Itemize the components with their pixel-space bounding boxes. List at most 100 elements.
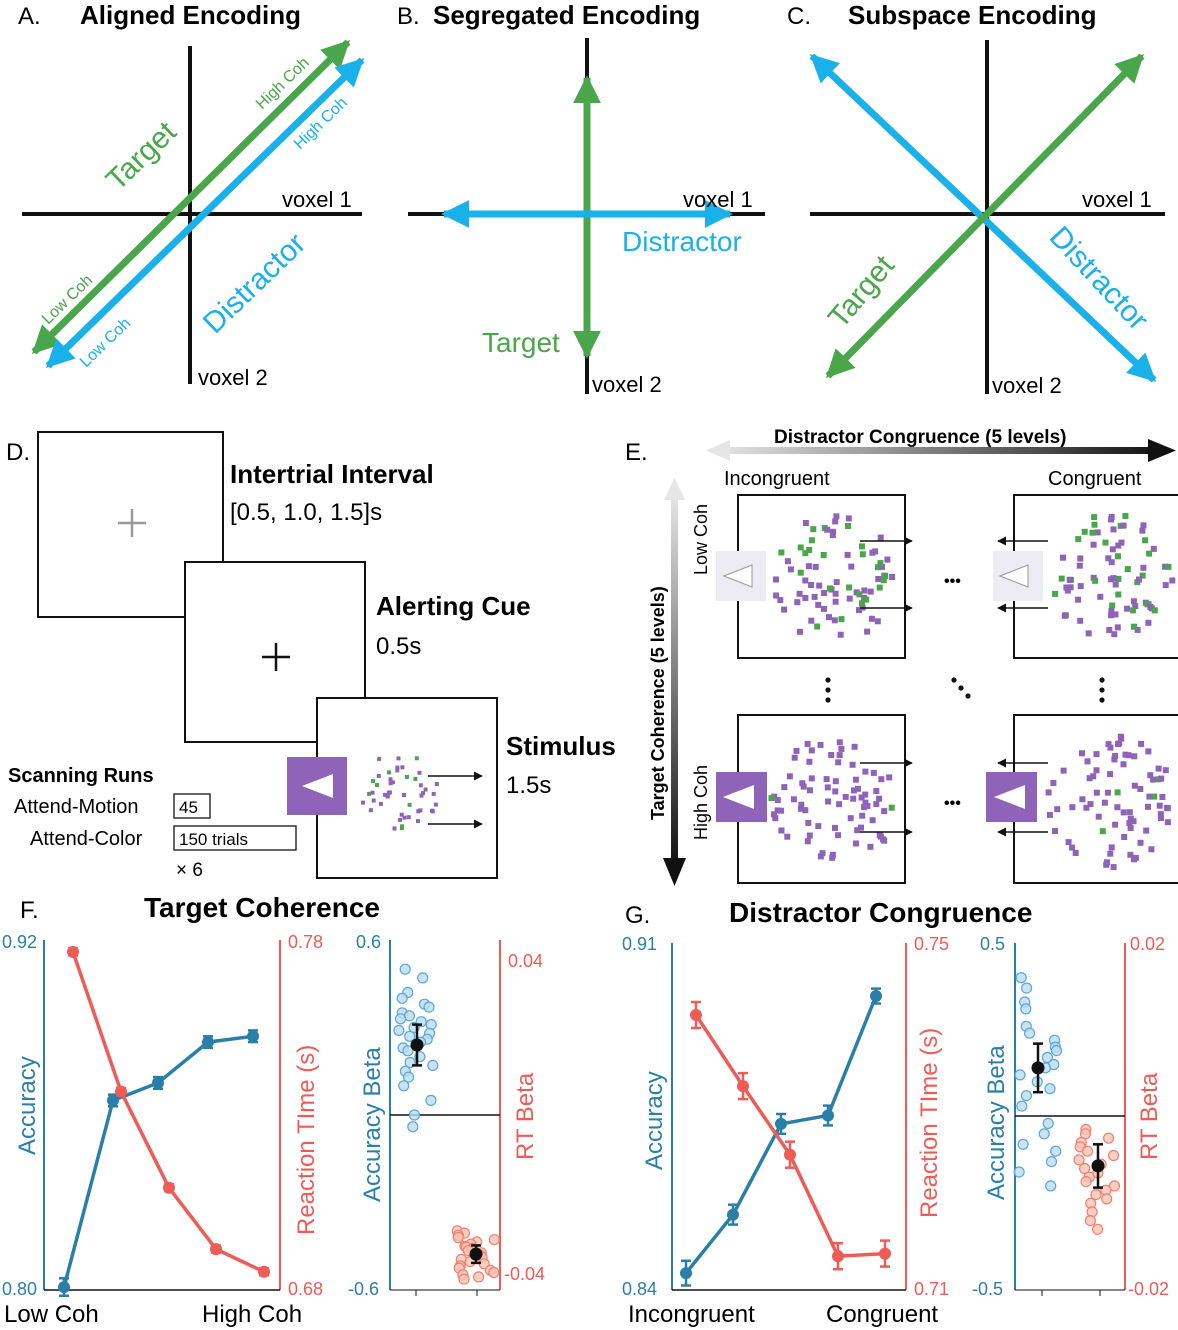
dot-purple	[368, 808, 373, 813]
dot-purple	[1106, 627, 1113, 633]
dot-purple	[886, 774, 893, 781]
dot-purple	[791, 754, 798, 761]
stimulus-title: Stimulus	[506, 731, 616, 761]
dot-purple	[1050, 780, 1057, 786]
subject-point	[393, 1024, 405, 1037]
dot-green	[1092, 577, 1099, 584]
panel-c-voxel2-label: voxel 2	[992, 373, 1062, 398]
cue-title: Alerting Cue	[376, 591, 531, 621]
subject-point	[1020, 1090, 1033, 1102]
f-rt-top: 0.78	[288, 932, 323, 952]
attend-color-bar	[173, 825, 297, 851]
dot-purple	[1108, 514, 1115, 520]
dot-purple	[796, 590, 803, 597]
dot-purple	[376, 774, 381, 778]
dot-purple	[829, 854, 836, 861]
dot-purple	[1112, 752, 1119, 759]
subject-point	[399, 963, 411, 975]
dot-purple	[1109, 546, 1116, 553]
dot-purple	[1072, 850, 1079, 856]
dot-purple	[832, 590, 839, 597]
subject-point	[1080, 1175, 1092, 1188]
dot-purple	[787, 566, 794, 573]
dot-purple	[1116, 740, 1123, 747]
dot-purple	[402, 815, 407, 820]
panel-g: G. Distractor Congruence 0.91 0.84 0.75 …	[622, 897, 1169, 1328]
dot-purple	[423, 787, 428, 792]
dot-green	[1115, 575, 1122, 582]
dot-purple	[1139, 527, 1146, 534]
dot-purple	[873, 788, 880, 794]
panel-a: A. Aligned Encoding voxel 1 voxel 2 Targ…	[18, 0, 365, 390]
dot-green	[768, 795, 775, 802]
dot-purple	[824, 526, 831, 533]
dot-green	[877, 560, 884, 567]
dot-purple	[835, 759, 842, 766]
dot-purple	[1162, 767, 1169, 774]
dot-purple	[773, 576, 779, 583]
dot-purple	[1118, 539, 1125, 546]
g-beta-rt-bottom: -0.02	[1128, 1279, 1169, 1299]
subject-point	[1045, 1180, 1057, 1192]
f-rt-bottom: 0.68	[288, 1279, 323, 1299]
data-point	[115, 1085, 127, 1098]
dot-green	[1151, 793, 1158, 800]
panel-g-letter: G.	[625, 902, 650, 929]
dot-purple	[828, 752, 835, 758]
g-acc-label: Accuracy	[641, 1071, 668, 1170]
dot-purple	[821, 590, 828, 596]
dot-purple	[864, 802, 871, 809]
dot-green	[1058, 575, 1065, 582]
subject-point	[1041, 1051, 1054, 1064]
dot-purple	[821, 605, 827, 612]
dot-purple	[1159, 794, 1166, 800]
dot-purple	[847, 815, 854, 822]
subject-point	[407, 1121, 419, 1133]
dot-purple	[392, 826, 397, 831]
dot-purple	[1164, 819, 1171, 826]
data-point	[832, 1250, 844, 1263]
dot-purple	[383, 792, 388, 797]
dot-purple	[1131, 753, 1138, 760]
dot-purple	[390, 780, 395, 785]
dot-purple	[836, 752, 843, 759]
dot-purple	[808, 775, 815, 782]
dot-purple	[773, 592, 780, 599]
dot-purple	[864, 628, 871, 635]
dot-purple	[838, 745, 845, 752]
data-point	[67, 945, 79, 958]
f-acc-bottom: 0.80	[2, 1279, 37, 1299]
dot-purple	[1155, 765, 1162, 772]
dot-purple	[854, 827, 861, 834]
stimulus-time: 1.5s	[506, 772, 551, 799]
dot-purple	[385, 794, 390, 799]
dot-green	[1114, 789, 1121, 796]
dot-green	[863, 596, 870, 603]
subject-point	[1050, 1145, 1062, 1157]
dot-purple	[798, 805, 804, 812]
panel-c-target-arrow	[825, 53, 1145, 379]
dot-green	[859, 543, 865, 550]
dot-purple	[798, 801, 805, 808]
dot-purple	[1077, 617, 1084, 624]
dot-purple	[431, 791, 436, 796]
dot-purple	[1075, 596, 1082, 603]
dot-purple	[804, 740, 811, 747]
dot-purple	[1145, 803, 1151, 810]
panel-b-voxel2-label: voxel 2	[592, 372, 662, 397]
dot-purple	[802, 595, 809, 601]
dot-purple	[1112, 581, 1119, 588]
subject-point	[1015, 972, 1027, 984]
dot-purple	[858, 824, 864, 831]
dot-purple	[418, 808, 423, 813]
dot-purple	[778, 827, 785, 834]
dot-green	[399, 826, 404, 831]
dot-purple	[1140, 564, 1147, 571]
dot-purple	[1126, 820, 1133, 827]
panel-a-target-label: Target	[100, 115, 183, 197]
dot-purple	[1052, 828, 1058, 834]
dot-purple	[777, 597, 784, 604]
g-beta-acc-top: 0.5	[980, 934, 1005, 954]
dot-green	[1052, 590, 1059, 597]
